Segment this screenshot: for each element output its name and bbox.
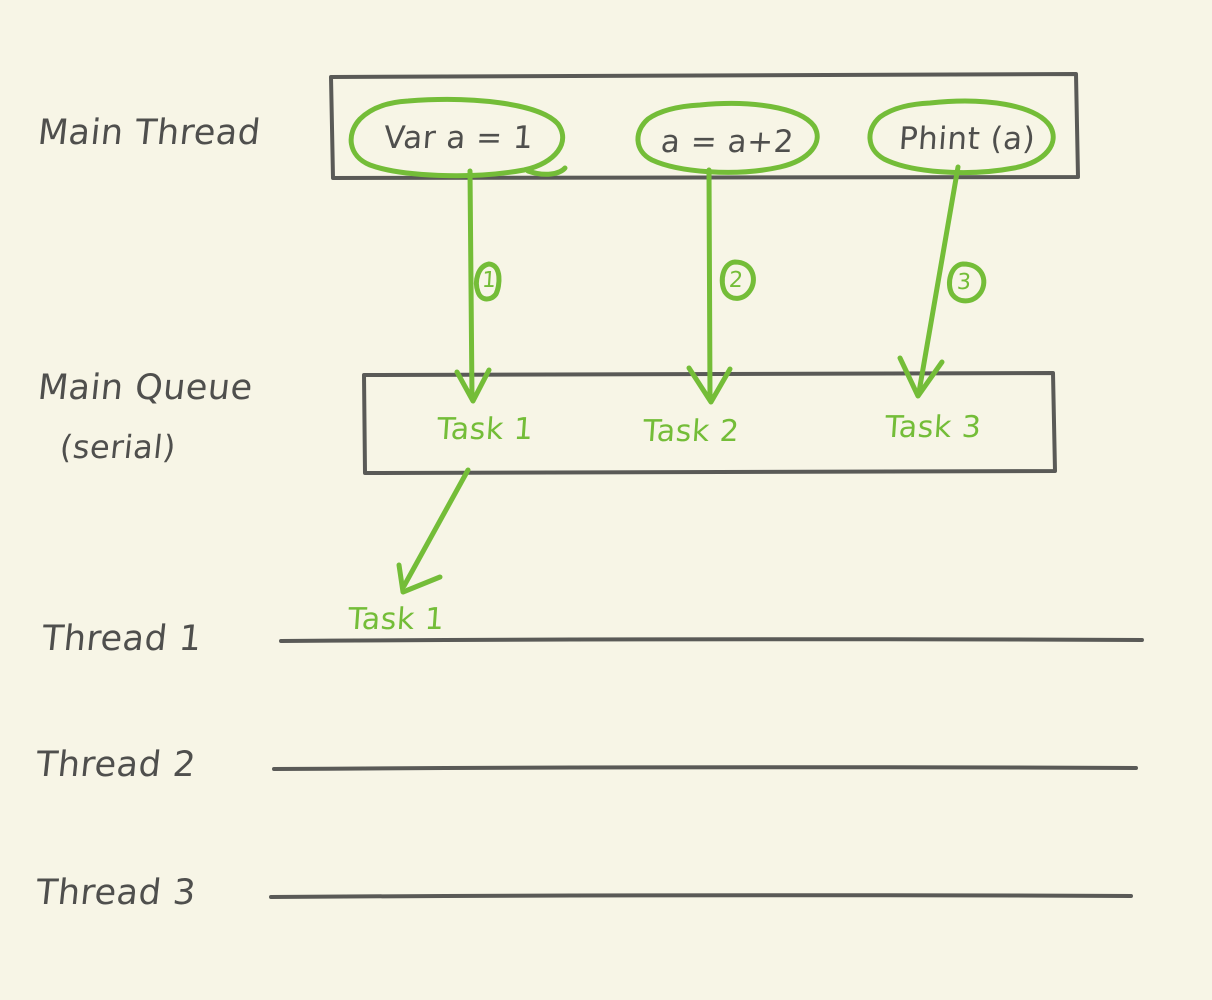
step-2-circle xyxy=(719,259,756,301)
arrow-dispatch-head xyxy=(396,562,443,595)
statement-3-text: Phint (a) xyxy=(897,121,1037,157)
main-thread-label: Main Thread xyxy=(35,113,263,153)
step-3-number: 3 xyxy=(956,270,973,295)
thread-2-label: Thread 2 xyxy=(33,745,198,785)
statement-2-text: a = a+2 xyxy=(659,124,796,160)
queue-task-1-text: Task 1 xyxy=(435,412,535,447)
arrow-2-head xyxy=(686,365,733,405)
thread-2-lane-line xyxy=(272,765,1138,771)
arrow-3-shaft xyxy=(916,164,961,395)
step-3-circle xyxy=(947,261,987,304)
arrow-2-shaft xyxy=(706,167,713,401)
main-queue-box xyxy=(362,371,1057,475)
queue-task-2-text: Task 2 xyxy=(641,414,741,449)
thread-3-label: Thread 3 xyxy=(33,873,198,913)
step-1-number: 1 xyxy=(481,268,498,293)
thread-1-label: Thread 1 xyxy=(39,619,204,659)
main-queue-label: Main Queue xyxy=(35,368,255,408)
thread-1-lane-line xyxy=(279,637,1144,643)
main-queue-sublabel: (serial) xyxy=(58,428,178,466)
step-2-number: 2 xyxy=(728,268,745,293)
step-1-circle xyxy=(473,261,502,302)
thread-3-lane-line xyxy=(269,893,1133,899)
statement-3-ellipse xyxy=(867,98,1056,176)
arrow-1-shaft xyxy=(467,168,475,401)
statement-1-text: Var a = 1 xyxy=(382,120,535,156)
arrow-1-head xyxy=(454,367,492,404)
arrow-dispatch-shaft xyxy=(401,467,471,589)
arrow-3-head xyxy=(897,355,945,399)
main-thread-box xyxy=(329,72,1080,180)
statement-2-ellipse xyxy=(635,101,820,175)
queue-task-3-text: Task 3 xyxy=(883,410,983,445)
thread-1-task-text: Task 1 xyxy=(346,602,446,637)
statement-1-ellipse-tail xyxy=(525,165,568,177)
